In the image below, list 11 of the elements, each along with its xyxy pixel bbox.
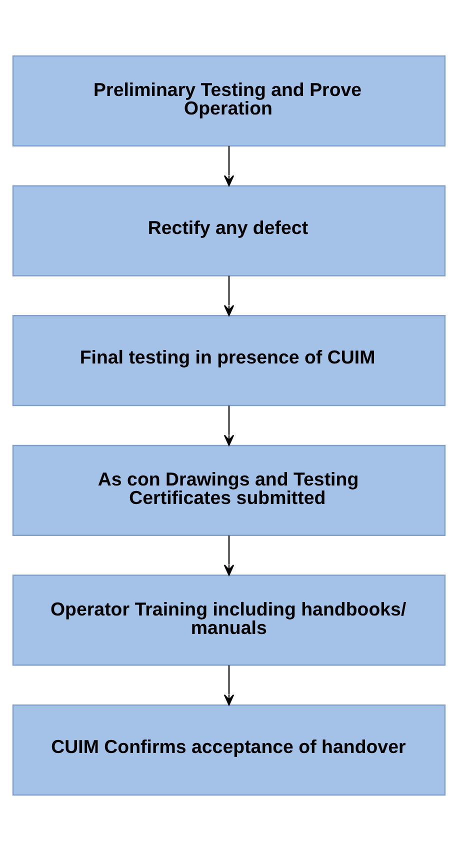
arrow bbox=[224, 405, 234, 446]
node-box: Preliminary Testing and Prove Operation bbox=[12, 54, 446, 146]
arrow bbox=[224, 534, 234, 576]
arrow bbox=[224, 146, 234, 186]
node-box: Rectify any defect bbox=[12, 184, 446, 276]
node-box: CUIM Confirms acceptance of handover bbox=[12, 704, 446, 796]
arrow bbox=[224, 275, 234, 316]
node-box: Final testing in presence of CUIM bbox=[12, 314, 446, 406]
arrow bbox=[224, 664, 234, 706]
node-box: As con Drawings and Testing Certificates submitted bbox=[12, 444, 446, 536]
node-box: Operator Training including handbooks/ manuals bbox=[12, 574, 446, 666]
